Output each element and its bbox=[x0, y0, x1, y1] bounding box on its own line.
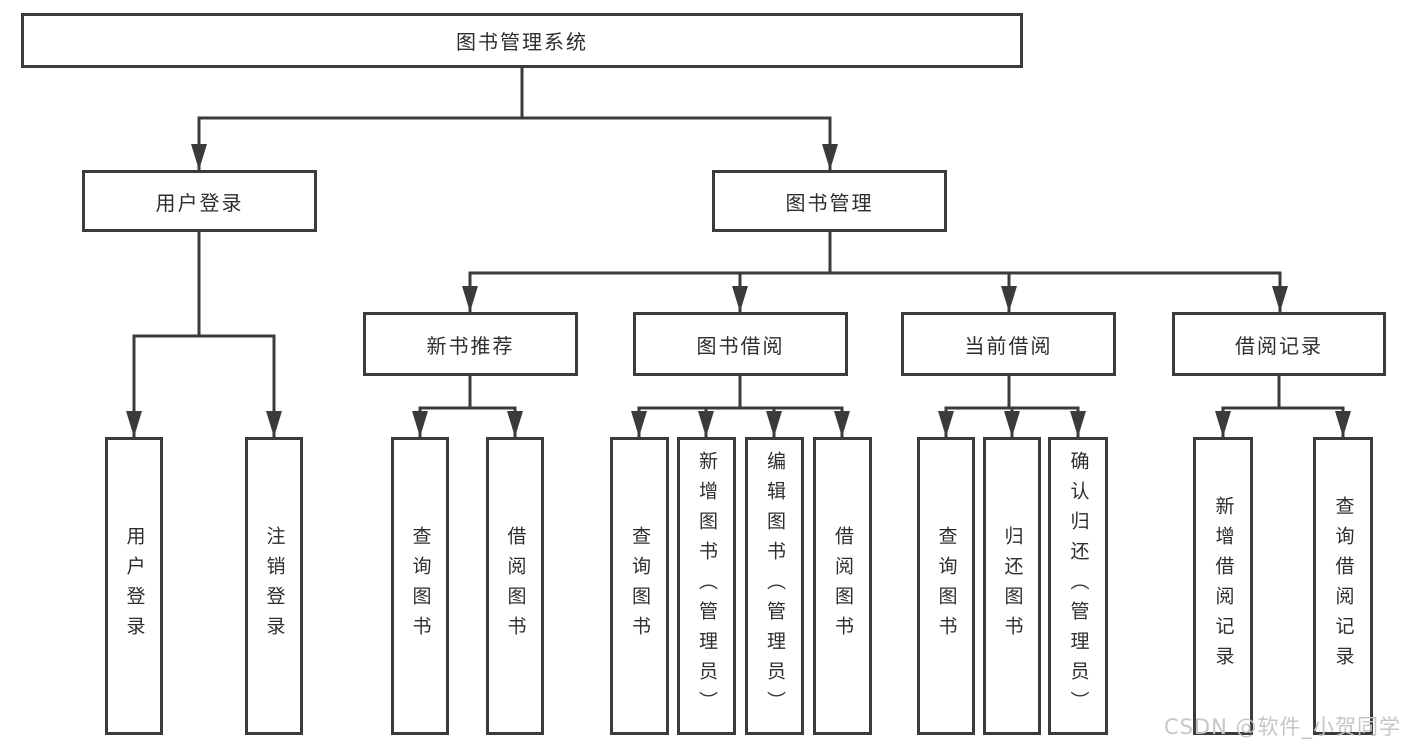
node-ul-logout-label: 注销登录 bbox=[263, 526, 286, 646]
node-br-query-record: 查询借阅记录 bbox=[1313, 437, 1373, 735]
node-bb-edit-book-label: 编辑图书（管理员） bbox=[763, 451, 786, 721]
node-bb-borrow-book: 借阅图书 bbox=[813, 437, 872, 735]
node-ul-user-login-label: 用户登录 bbox=[123, 526, 146, 646]
node-user-login: 用户登录 bbox=[82, 170, 317, 232]
node-nbr-query-book-label: 查询图书 bbox=[409, 526, 432, 646]
node-new-book-rec-label: 新书推荐 bbox=[426, 333, 515, 358]
node-cb-confirm-return-label: 确认归还（管理员） bbox=[1067, 451, 1090, 721]
node-br-query-record-label: 查询借阅记录 bbox=[1332, 496, 1355, 676]
node-borrow-record: 借阅记录 bbox=[1172, 312, 1386, 376]
node-current-borrow: 当前借阅 bbox=[901, 312, 1116, 376]
node-bb-query-book-label: 查询图书 bbox=[628, 526, 651, 646]
node-nbr-query-book: 查询图书 bbox=[391, 437, 449, 735]
node-bb-add-book-label: 新增图书（管理员） bbox=[695, 451, 718, 721]
node-bb-add-book: 新增图书（管理员） bbox=[677, 437, 736, 735]
node-current-borrow-label: 当前借阅 bbox=[964, 333, 1053, 358]
node-bb-edit-book: 编辑图书（管理员） bbox=[745, 437, 804, 735]
node-bb-borrow-book-label: 借阅图书 bbox=[831, 526, 854, 646]
csdn-watermark: CSDN @软件_小贺同学 bbox=[1163, 715, 1401, 739]
node-bb-query-book: 查询图书 bbox=[610, 437, 669, 735]
node-borrow-record-label: 借阅记录 bbox=[1235, 333, 1323, 358]
node-book-mgmt: 图书管理 bbox=[712, 170, 947, 232]
node-cb-query-book-label: 查询图书 bbox=[935, 526, 958, 646]
node-cb-return-book: 归还图书 bbox=[983, 437, 1041, 735]
node-book-mgmt-label: 图书管理 bbox=[785, 190, 874, 215]
node-book-borrow-label: 图书借阅 bbox=[696, 333, 785, 358]
node-br-add-record: 新增借阅记录 bbox=[1193, 437, 1253, 735]
node-book-borrow: 图书借阅 bbox=[633, 312, 848, 376]
node-cb-confirm-return: 确认归还（管理员） bbox=[1048, 437, 1108, 735]
node-new-book-rec: 新书推荐 bbox=[363, 312, 578, 376]
node-nbr-borrow-book: 借阅图书 bbox=[486, 437, 544, 735]
node-root: 图书管理系统 bbox=[21, 13, 1023, 68]
node-root-label: 图书管理系统 bbox=[456, 30, 588, 54]
node-cb-query-book: 查询图书 bbox=[917, 437, 975, 735]
node-nbr-borrow-book-label: 借阅图书 bbox=[504, 526, 527, 646]
node-ul-user-login: 用户登录 bbox=[105, 437, 163, 735]
node-user-login-label: 用户登录 bbox=[155, 190, 244, 215]
node-br-add-record-label: 新增借阅记录 bbox=[1212, 496, 1235, 676]
node-ul-logout: 注销登录 bbox=[245, 437, 303, 735]
node-cb-return-book-label: 归还图书 bbox=[1001, 526, 1024, 646]
